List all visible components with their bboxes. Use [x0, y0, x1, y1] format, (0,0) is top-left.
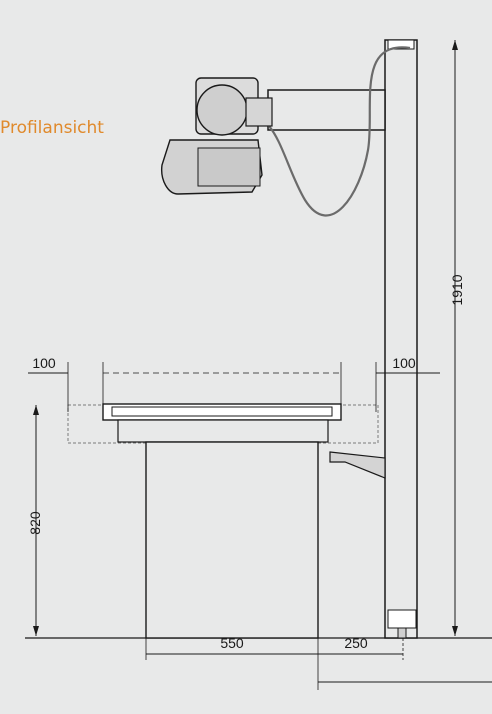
table-top-inner	[111, 406, 333, 417]
table-bracket	[329, 451, 386, 479]
tube-joint	[245, 97, 273, 127]
tube-cable	[267, 46, 411, 217]
view-caption: Profilansicht	[0, 118, 104, 138]
table-top	[102, 403, 342, 421]
table-frame	[117, 419, 329, 443]
column	[384, 39, 418, 639]
dim-label-column-height: 1910	[449, 274, 465, 305]
dim-arrow-top	[452, 40, 458, 50]
dim-arrow-height-bottom	[33, 626, 39, 636]
tube-arm	[267, 89, 386, 131]
dim-label-table-height: 820	[27, 511, 43, 535]
dim-arrow-height-top	[33, 405, 39, 415]
column-foot	[387, 609, 417, 629]
column-foot-pin	[397, 627, 407, 639]
table-base	[145, 441, 319, 639]
dim-label-column-offset: 250	[344, 635, 368, 651]
tube-round-housing	[196, 84, 248, 136]
dim-label-base-width: 550	[220, 635, 244, 651]
collimator-lower	[197, 147, 261, 187]
dim-label-overhang-left: 100	[32, 355, 56, 371]
dim-label-overhang-right: 100	[392, 355, 416, 371]
column-top-cap	[387, 39, 415, 50]
dim-arrow-bottom	[452, 626, 458, 636]
